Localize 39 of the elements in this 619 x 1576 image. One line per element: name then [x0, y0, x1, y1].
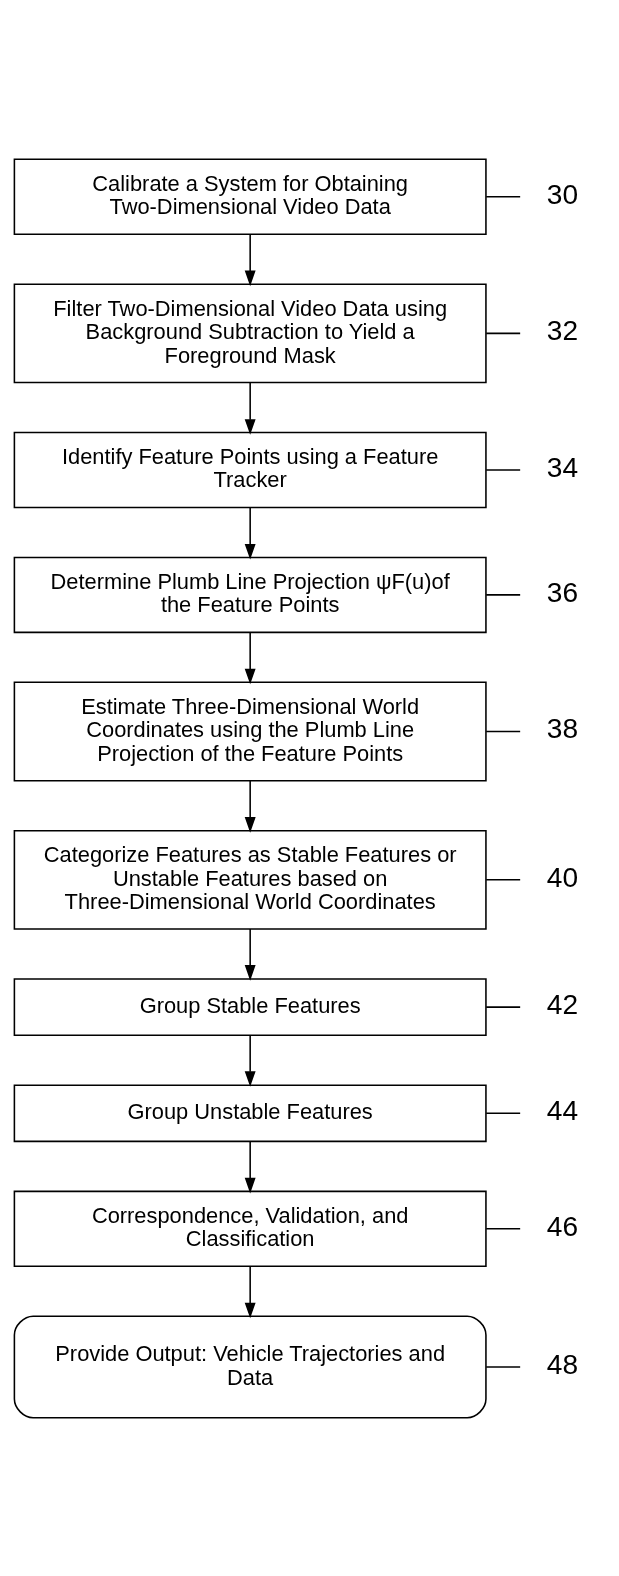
connector — [485, 1112, 521, 1114]
connector — [485, 593, 521, 596]
node-box: Categorize Features as Stable Features or Unstable Features based on Three-Dimensional World Coordinates — [13, 829, 487, 930]
arrow — [244, 1140, 256, 1193]
node-box: Group Stable Features — [13, 977, 487, 1036]
arrow — [244, 1034, 256, 1087]
node-box: Calibrate a System for Obtaining Two-Dimensional Video Data — [13, 157, 487, 235]
node-box: Estimate Three-Dimensional World Coordinates using the Plumb Line Projection of the Feature Points — [13, 681, 487, 781]
connector — [485, 468, 521, 471]
connector — [485, 878, 521, 881]
arrow — [244, 927, 256, 981]
arrow — [244, 631, 256, 684]
node-text: 36 — [546, 576, 579, 608]
node-text: 34 — [546, 451, 579, 483]
arrow — [244, 233, 256, 286]
node-text: 40 — [546, 861, 579, 893]
node-box: Identify Feature Points using a Feature Tracker — [13, 431, 487, 508]
arrow — [244, 1265, 256, 1318]
node-text: 48 — [546, 1348, 579, 1380]
node-box: Group Unstable Features — [13, 1083, 487, 1142]
node-box: Correspondence, Validation, and Classification — [13, 1190, 487, 1267]
arrow — [244, 506, 256, 560]
node-box: Filter Two-Dimensional Video Data using Background Subtraction to Yield a Foreground Mask — [13, 282, 487, 383]
node-text: 46 — [546, 1210, 579, 1242]
connector — [485, 332, 521, 334]
connector — [485, 1005, 521, 1008]
connector — [485, 730, 521, 732]
node-text: 42 — [546, 988, 579, 1020]
node-box: Provide Output: Vehicle Trajectories and Data — [13, 1315, 487, 1419]
node-box: Determine Plumb Line Projection ψF(u)of the Feature Points — [13, 556, 487, 633]
node-text: 32 — [546, 314, 579, 346]
connector — [485, 1365, 521, 1368]
node-text: 38 — [546, 712, 579, 744]
connector — [485, 195, 521, 197]
connector — [485, 1227, 521, 1230]
node-text: 44 — [546, 1094, 579, 1126]
arrow — [244, 381, 256, 435]
node-text: 30 — [546, 178, 579, 210]
arrow — [244, 779, 256, 833]
